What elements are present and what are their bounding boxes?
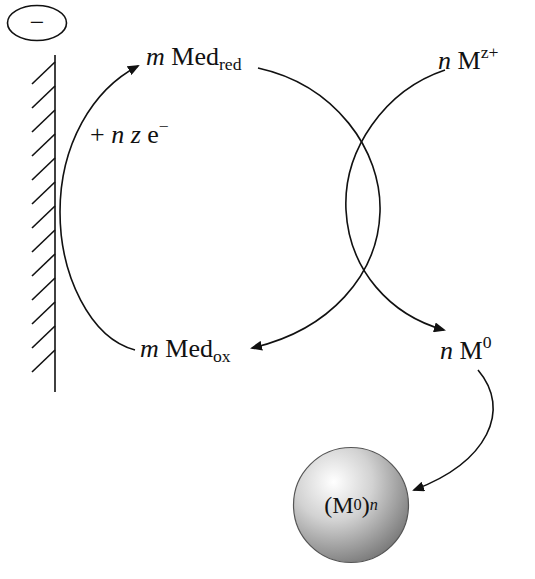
formula-part: − [159,116,169,136]
reduction-arrow [60,66,138,350]
formula-part: e [147,120,159,149]
formula-part: + [90,120,105,149]
node-label: ) [362,492,370,519]
electrode [54,55,56,392]
formula-part: M [458,46,481,75]
metal-ion: nMz+ [438,44,498,74]
nucleation-arrow [414,370,493,490]
formula-part: n [438,46,451,75]
electrode-hatching [32,62,55,372]
formula-part: ox [213,346,231,366]
electrode-polarity: − [6,4,68,42]
oxidized-mediator: mMedox [140,336,231,366]
node-text: − [6,4,68,42]
formula-part: M [460,336,483,365]
formula-part: z [131,120,141,149]
node-label: (M [324,492,353,519]
node-label: − [30,8,45,38]
formula-part: Med [165,334,213,363]
formula-part: m [146,42,165,71]
node-text: (M0)n [292,446,410,564]
formula-part: n [111,120,124,149]
node-label: 0 [354,495,362,515]
formula-part: n [440,336,453,365]
metal-ion-arrow [346,70,445,330]
nanoparticle: (M0)n [292,446,410,564]
formula-part: Med [171,42,219,71]
reduced-mediator: mMedred [146,44,242,74]
formula-part: z+ [481,42,499,62]
formula-part: 0 [483,332,492,352]
formula-part: red [219,54,242,74]
electron-transfer: +nze− [90,118,169,148]
mediator-arrow [252,68,380,348]
metal-atom: nM0 [440,334,491,364]
node-label: n [370,495,378,515]
formula-part: m [140,334,159,363]
